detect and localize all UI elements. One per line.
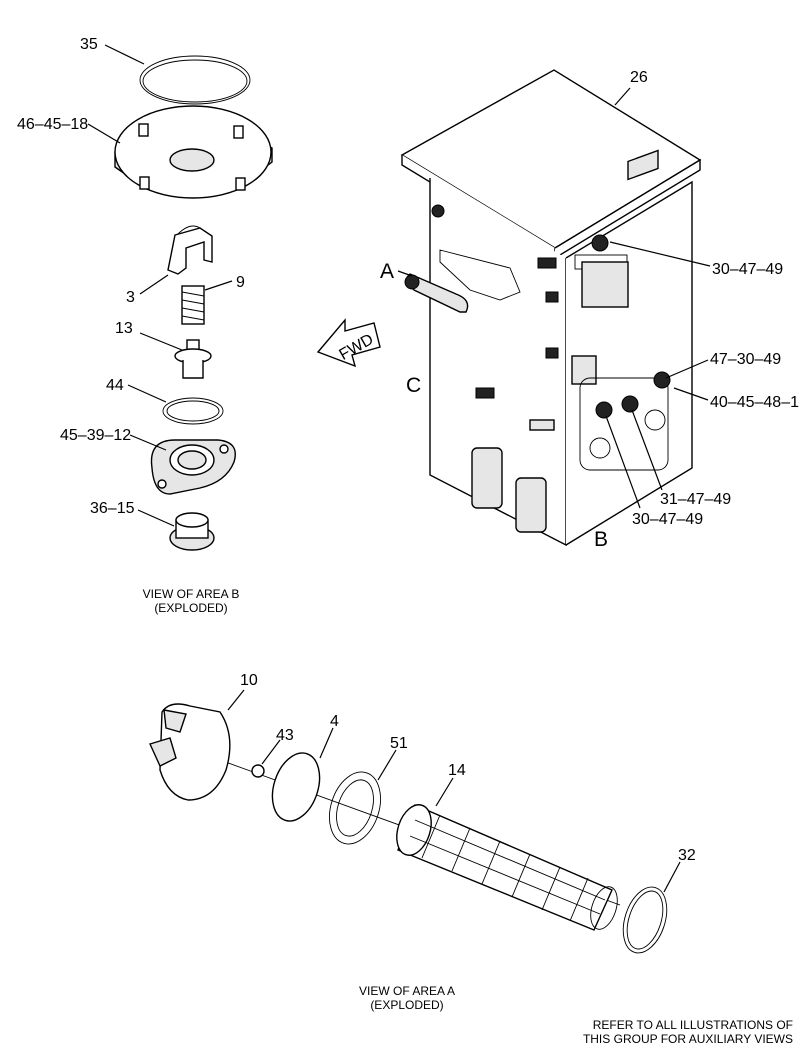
part-3-retainer-clip: [167, 225, 213, 275]
area-b-caption-line1: VIEW OF AREA B: [143, 587, 240, 601]
callout-51: 51: [390, 735, 408, 752]
callout-3: 3: [126, 289, 135, 306]
callout-46-45-18: 46–45–18: [17, 116, 88, 133]
part-13-poppet: [174, 339, 212, 379]
part-4-disc: [271, 752, 321, 822]
callout-47-30-49: 47–30–49: [710, 351, 781, 368]
area-a-caption-line2: (EXPLODED): [370, 998, 443, 1012]
callout-4: 4: [330, 713, 339, 730]
part-46-45-18-cover-plate: [114, 105, 273, 199]
callout-31-47-49: 31–47–49: [660, 491, 731, 508]
callout-36-15: 36–15: [90, 500, 135, 517]
callout-30-47-49-bottom: 30–47–49: [632, 511, 703, 528]
callout-44: 44: [106, 377, 124, 394]
area-a-caption-line1: VIEW OF AREA A: [359, 984, 455, 998]
area-letter-c: C: [406, 374, 421, 397]
fwd-direction-arrow: FWD: [316, 318, 381, 368]
part-35-o-ring: [139, 55, 251, 105]
callout-32: 32: [678, 847, 696, 864]
area-letter-b: B: [594, 528, 608, 551]
part-9-spring: [181, 285, 205, 325]
part-51-ring: [329, 771, 381, 845]
callout-35: 35: [80, 36, 98, 53]
part-36-15-plug: [169, 512, 215, 551]
captions: VIEW OF AREA B (EXPLODED) VIEW OF AREA A…: [143, 587, 793, 1046]
area-b-exploded-view: [87, 44, 273, 551]
callout-43: 43: [276, 727, 294, 744]
callout-26: 26: [630, 69, 648, 86]
area-b-leader-lines: [87, 44, 233, 527]
callout-9: 9: [236, 274, 245, 291]
area-b-caption-line2: (EXPLODED): [154, 601, 227, 615]
area-a-exploded-view: [149, 689, 681, 954]
callout-14: 14: [448, 762, 466, 779]
callout-13: 13: [115, 320, 133, 337]
auxiliary-note-line2: THIS GROUP FOR AUXILIARY VIEWS: [583, 1032, 793, 1046]
part-43-ball: [251, 764, 265, 778]
callout-30-47-49-top: 30–47–49: [712, 261, 783, 278]
callout-40-45-48-1: 40–45–48–1: [710, 394, 799, 411]
callout-10: 10: [240, 672, 258, 689]
part-32-o-ring: [622, 886, 668, 954]
main-assembly-box: [397, 69, 711, 547]
part-10-filter-cap: [149, 703, 231, 801]
auxiliary-note-line1: REFER TO ALL ILLUSTRATIONS OF: [593, 1018, 793, 1032]
part-14-filter-screen: [396, 804, 618, 931]
callout-labels: 35 46–45–18 3 9 13 44 45–39–12 36–15 26 …: [17, 36, 799, 864]
part-44-o-ring: [162, 397, 224, 425]
area-letter-a: A: [380, 260, 394, 283]
part-45-39-12-valve-housing: [150, 439, 236, 495]
callout-45-39-12: 45–39–12: [60, 427, 131, 444]
